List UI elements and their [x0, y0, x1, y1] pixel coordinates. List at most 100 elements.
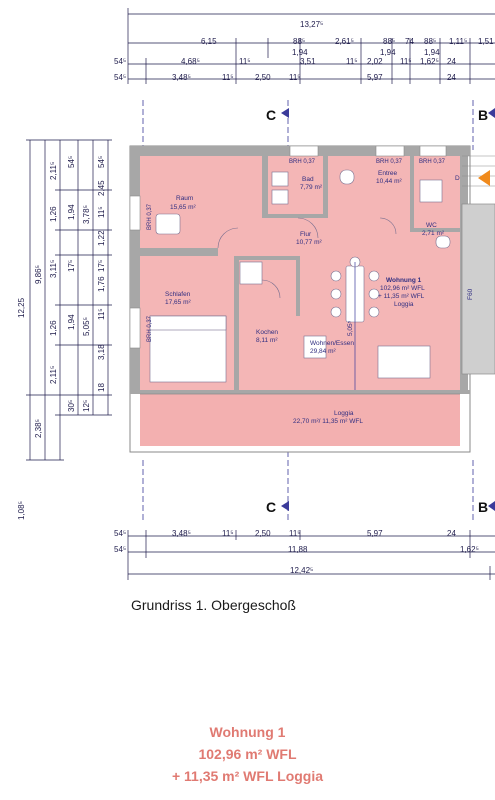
room-area-kochen: 8,11 m² — [256, 337, 278, 344]
stair-label: F60 — [467, 288, 474, 300]
bottom-dimensions — [127, 530, 495, 580]
armchair — [155, 213, 181, 235]
dim-label: 1,94 — [292, 48, 308, 57]
bottom-dim-total: 12,42⁵ — [290, 566, 313, 575]
top-dim-row4: 54⁵ 4,68⁵ 11⁵ 3,51 11⁵ 2,02 11⁵ 1,62⁵ 24 — [114, 57, 456, 66]
apartment-name: Wohnung 1 — [386, 277, 422, 284]
dim-label: 5,05⁵ — [82, 317, 91, 336]
dim-label: 11⁵ — [222, 529, 234, 538]
dim-label: 88⁵ — [383, 37, 395, 46]
sofa — [377, 345, 431, 379]
dim-label: 11⁵ — [289, 73, 301, 82]
top-dim-row2: 6,15 88⁵ 2,61⁵ 88⁵ 74 88⁵ 1,11⁵ 1,51 — [201, 37, 494, 46]
left-dim-total: 12,25 — [17, 297, 26, 318]
room-name-schlafen: Schlafen — [165, 291, 191, 298]
dim-label: 3,48⁵ — [172, 73, 191, 82]
dim-label: 88⁵ — [293, 37, 305, 46]
section-arrow-icon — [488, 501, 495, 511]
apartment-loggia-area: + 11,35 m² WFL — [378, 293, 425, 300]
room-name-loggia: Loggia — [334, 410, 354, 417]
sink — [271, 189, 289, 205]
dim-label: 30⁵ — [67, 400, 76, 412]
wc-toilet — [435, 235, 451, 249]
window — [129, 307, 141, 349]
apartment-area: 102,96 m² WFL — [380, 285, 425, 292]
dim-label: 1,62⁵ — [420, 57, 439, 66]
chair — [368, 288, 380, 300]
section-arrow-icon — [281, 108, 289, 118]
left-dimensions — [26, 139, 112, 461]
drawing-title: Grundriss 1. Obergeschoß — [131, 597, 296, 613]
summary-apartment-name: Wohnung 1 — [209, 724, 286, 740]
room-area-raum: 15,65 m² — [170, 204, 196, 211]
dim-label: 1,94 — [67, 314, 76, 330]
dim-label: 1,11⁵ — [449, 37, 467, 46]
stair-shaft — [461, 203, 495, 375]
top-dim-row3: 1,94 1,94 1,94 — [292, 48, 440, 57]
left-dim-col3: 2,11⁵ 1,26 3,11⁵ 1,26 2,11⁵ — [49, 162, 58, 384]
section-arrow-icon — [488, 108, 495, 118]
room-name-kochen: Kochen — [256, 329, 278, 336]
chair — [330, 288, 342, 300]
room-area-wc: 2,71 m² — [422, 230, 445, 237]
door-swing — [379, 217, 397, 235]
window — [289, 145, 319, 157]
top-dim-total: 13,27⁵ — [300, 20, 323, 29]
loggia-fill — [140, 394, 460, 446]
apartment-label: Wohnung 1 102,96 m² WFL + 11,35 m² WFL L… — [378, 277, 425, 308]
chair — [368, 270, 380, 282]
chair — [368, 306, 380, 318]
door-swing — [217, 227, 239, 249]
door-swing — [261, 279, 281, 299]
dim-label: 17⁵ — [97, 260, 106, 272]
cabinet — [239, 261, 263, 285]
dim-label: 5,97 — [367, 73, 383, 82]
room-name-wohnen: Wohnen/Essen — [310, 340, 354, 347]
armchair — [303, 335, 327, 359]
dim-label: 2,11⁵ — [49, 366, 58, 384]
dim-label: 3,18 — [97, 344, 106, 360]
room-name-flur: Flur — [300, 231, 312, 238]
chair — [330, 306, 342, 318]
dim-label: 11,88 — [288, 545, 308, 554]
dim-label: 3,11⁵ — [49, 260, 58, 278]
dim-label: 54⁵ — [67, 156, 76, 168]
dim-label: 11⁵ — [289, 529, 301, 538]
sink — [271, 171, 289, 187]
dim-label: 17⁵ — [67, 260, 76, 272]
dim-label: 3,51 — [300, 57, 316, 66]
apartment-summary: Wohnung 1 102,96 m² WFL + 11,35 m² WFL L… — [0, 721, 495, 787]
dim-label: 1,26 — [49, 320, 58, 336]
room-area-wohnen: 29,84 m² — [310, 348, 336, 355]
left-dim-extra: 1,08⁵ — [17, 501, 26, 520]
top-dimensions — [127, 8, 495, 84]
dim-label: 54⁵ — [114, 57, 126, 66]
dim-label: 11⁵ — [97, 308, 106, 320]
height-label: 5,05⁵ — [347, 320, 354, 336]
section-mark-c-bottom: C — [266, 499, 276, 515]
dim-label: 24 — [447, 529, 456, 538]
left-dim-col2: 9,86⁵ 2,38⁵ — [34, 265, 43, 438]
apartment-loggia-label: Loggia — [394, 301, 414, 308]
dim-label: 11⁵ — [97, 206, 106, 218]
section-mark-b-top: B — [478, 107, 488, 123]
dim-label: 18 — [97, 383, 106, 392]
toilet — [339, 169, 355, 185]
window — [419, 145, 447, 157]
door-swing — [297, 217, 319, 239]
dim-label: 11⁵ — [346, 57, 358, 66]
dim-label: 1,76 — [97, 276, 106, 292]
brh-label: BRH 0,37 — [147, 203, 153, 230]
entrance-arrow-icon — [478, 170, 490, 186]
dim-label: 3,78⁵ — [82, 205, 91, 224]
dim-label: 24 — [447, 57, 456, 66]
dim-label: 2,45 — [97, 180, 106, 196]
room-name-entree: Entree — [378, 170, 398, 177]
top-dim-row5: 54⁵ 3,48⁵ 11⁵ 2,50 11⁵ 5,97 24 — [114, 73, 456, 82]
dim-label: 2,11⁵ — [49, 162, 58, 180]
dim-label: 54⁵ — [114, 529, 126, 538]
door-label: D — [455, 175, 460, 182]
summary-living-area: 102,96 m² WFL — [198, 746, 297, 762]
dim-label: 1,94 — [424, 48, 440, 57]
